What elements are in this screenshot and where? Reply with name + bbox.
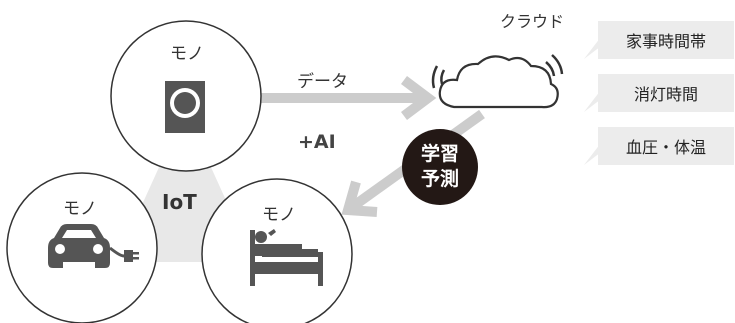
data-arrow	[258, 76, 437, 120]
ai-label: +AI	[298, 131, 336, 153]
learn-predict-badge	[402, 129, 478, 205]
data-tag-housework-time: 家事時間帯	[584, 21, 734, 59]
badge-text: 学習 予測	[402, 142, 478, 192]
node-top-label: モノ	[170, 44, 204, 64]
iot-center-label: IoT	[162, 190, 197, 214]
bed-person-icon	[250, 229, 323, 286]
cloud-label: クラウド	[500, 12, 565, 31]
data-flow-label: データ	[297, 72, 348, 92]
badge-line-1: 学習	[420, 143, 459, 165]
washing-machine-icon	[165, 81, 205, 133]
cloud-wifi-icon	[431, 54, 564, 109]
electric-car-icon	[48, 224, 139, 268]
data-tag-lights-off-time: 消灯時間	[584, 74, 734, 112]
badge-line-2: 予測	[420, 168, 459, 190]
data-tag-blood-pressure-temp: 血圧・体温	[584, 127, 734, 165]
node-right-label: モノ	[262, 205, 296, 225]
node-left-label: モノ	[63, 199, 97, 219]
